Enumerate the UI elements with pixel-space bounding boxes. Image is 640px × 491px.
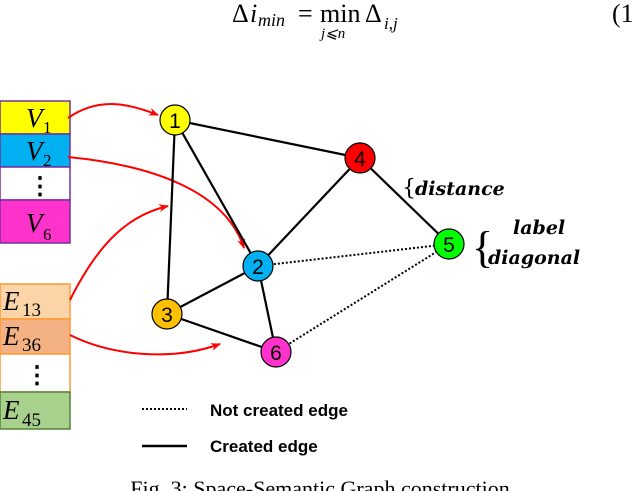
- vertex-label-var: V: [26, 103, 46, 133]
- vertex-ellipsis: ⋮: [28, 174, 52, 200]
- edge-1-3: [165, 119, 177, 315]
- node4-brace: {: [402, 176, 416, 201]
- node-label: 2: [252, 256, 264, 279]
- edge-4-2: [257, 157, 361, 267]
- edge-ellipsis: ⋮: [25, 363, 49, 389]
- legend-solid-label: Created edge: [210, 437, 318, 456]
- equation-min-operator: min: [320, 0, 360, 28]
- node-label: 3: [161, 304, 173, 327]
- edge-1-4: [174, 118, 361, 160]
- graph-edges: [165, 118, 450, 354]
- figure-caption: Fig. 3: Space-Semantic Graph constructio…: [130, 476, 509, 491]
- equation-rhs-delta: Δ: [365, 0, 382, 28]
- vertex-label-sub: 2: [43, 151, 52, 170]
- edge-1-2: [174, 119, 259, 267]
- vertex-table-cell-v2: [0, 133, 71, 168]
- node-label: 5: [443, 234, 455, 257]
- node-2: [242, 250, 274, 282]
- node-3: [151, 298, 183, 330]
- edge-label-sub: 45: [22, 410, 41, 431]
- mapping-arrows: [67, 103, 245, 356]
- equation-lhs-sub: min: [258, 10, 285, 30]
- legend: Not created edge Created edge: [142, 401, 348, 456]
- legend-dotted-label: Not created edge: [210, 401, 348, 420]
- edge-label-sub: 36: [22, 335, 41, 356]
- vertex-label-var: V: [26, 208, 46, 238]
- vertex-table-cell-v6: [0, 199, 71, 244]
- equation-number: (1: [612, 0, 634, 28]
- edge-table: E 13 E 36 ⋮ E 45: [0, 283, 71, 431]
- equation-equals: =: [298, 0, 313, 28]
- equation: Δ i min = min j⩽n Δ i,j (1: [232, 0, 634, 42]
- equation-lhs-delta: Δ: [232, 0, 249, 28]
- node-1: [159, 104, 191, 136]
- node-5: [433, 228, 465, 260]
- equation-min-sub: j⩽n: [319, 26, 345, 42]
- node-label: 4: [354, 148, 366, 171]
- node-annotations: { distance { label diagonal: [402, 176, 580, 272]
- node-4: [344, 142, 376, 174]
- dotted-edge-6-5: [275, 243, 450, 353]
- edge-label-var: E: [2, 395, 20, 425]
- edge-2-3: [166, 265, 259, 315]
- edge-label-var: E: [2, 321, 20, 351]
- vertex-table: V 1 V 2 ⋮ V 6: [0, 100, 71, 244]
- node-6: [260, 336, 292, 368]
- vertex-table-cell-ellipsis: [0, 166, 71, 201]
- graph-nodes: 1 2 3 4 5 6: [151, 104, 465, 368]
- graph-dotted-edges: [257, 243, 450, 353]
- edge-table-cell-e45: [0, 391, 71, 430]
- vertex-label-var: V: [26, 136, 46, 166]
- node5-brace: {: [472, 223, 493, 272]
- equation-lhs-var: i: [250, 0, 257, 28]
- node4-attr-distance: distance: [415, 178, 505, 200]
- arrow-v2-to-node2: [67, 156, 245, 249]
- vertex-label-sub: 6: [43, 225, 52, 244]
- node-label: 1: [169, 110, 181, 133]
- arrow-e13-to-edge13: [69, 204, 169, 301]
- arrow-e36-to-edge36: [69, 334, 221, 356]
- edge-label-sub: 13: [22, 300, 41, 321]
- equation-rhs-sub: i,j: [384, 14, 398, 33]
- edge-4-5: [359, 157, 450, 245]
- node-label: 6: [270, 342, 282, 365]
- vertex-label-sub: 1: [43, 118, 52, 137]
- edge-3-6: [166, 312, 277, 354]
- edge-table-cell-ellipsis: [0, 353, 71, 393]
- arrow-v1-to-node1: [67, 103, 159, 119]
- node5-attr-label: label: [513, 217, 565, 239]
- dotted-edge-2-5: [257, 243, 450, 267]
- node5-attr-diagonal: diagonal: [488, 247, 580, 269]
- edge-label-var: E: [2, 286, 20, 316]
